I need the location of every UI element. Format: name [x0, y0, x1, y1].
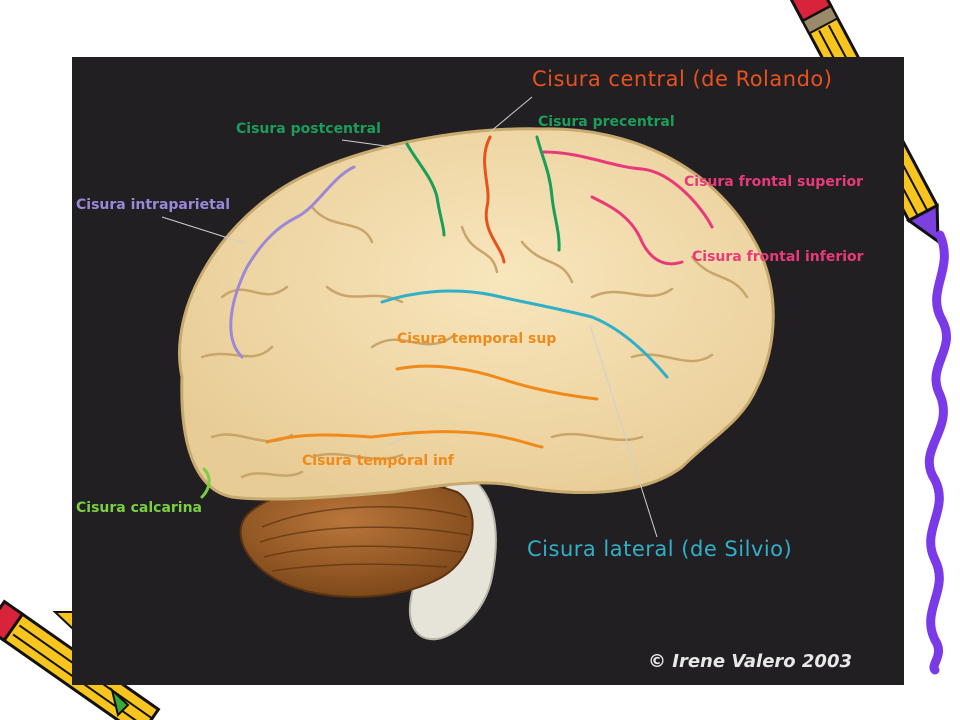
fissure-postcentral	[405, 142, 446, 237]
fissure-frontal-superior	[542, 150, 714, 229]
brain-diagram: Cisura central (de Rolando) Cisura postc…	[72, 57, 904, 685]
label-postcentral-fissure: Cisura postcentral	[236, 121, 381, 137]
fissure-lateral	[380, 289, 669, 379]
label-temporal-inf-fissure: Cisura temporal inf	[302, 453, 454, 469]
brain-illustration	[161, 96, 775, 641]
label-temporal-sup-fissure: Cisura temporal sup	[397, 331, 557, 347]
label-lateral-fissure: Cisura lateral (de Silvio)	[527, 537, 793, 561]
label-calcarina-fissure: Cisura calcarina	[76, 500, 203, 516]
label-frontal-superior-fissure: Cisura frontal superior	[684, 174, 864, 190]
fissure-calcarina	[200, 467, 211, 499]
label-precentral-fissure: Cisura precentral	[538, 114, 675, 130]
label-central-fissure: Cisura central (de Rolando)	[532, 67, 833, 91]
fissure-precentral	[535, 135, 561, 252]
fissure-temporal-inf	[265, 430, 544, 449]
leader-lines	[161, 96, 658, 538]
squiggle-line-icon	[924, 230, 951, 675]
fissure-temporal-sup	[395, 364, 599, 401]
fissure-frontal-inferior	[590, 195, 684, 266]
fissure-intraparietal	[229, 165, 356, 359]
fissure-central	[483, 135, 506, 264]
cerebrum	[178, 127, 775, 501]
label-intraparietal-fissure: Cisura intraparietal	[76, 197, 231, 213]
copyright-credit: © Irene Valero 2003	[648, 651, 853, 672]
label-frontal-inferior-fissure: Cisura frontal inferior	[692, 249, 864, 265]
